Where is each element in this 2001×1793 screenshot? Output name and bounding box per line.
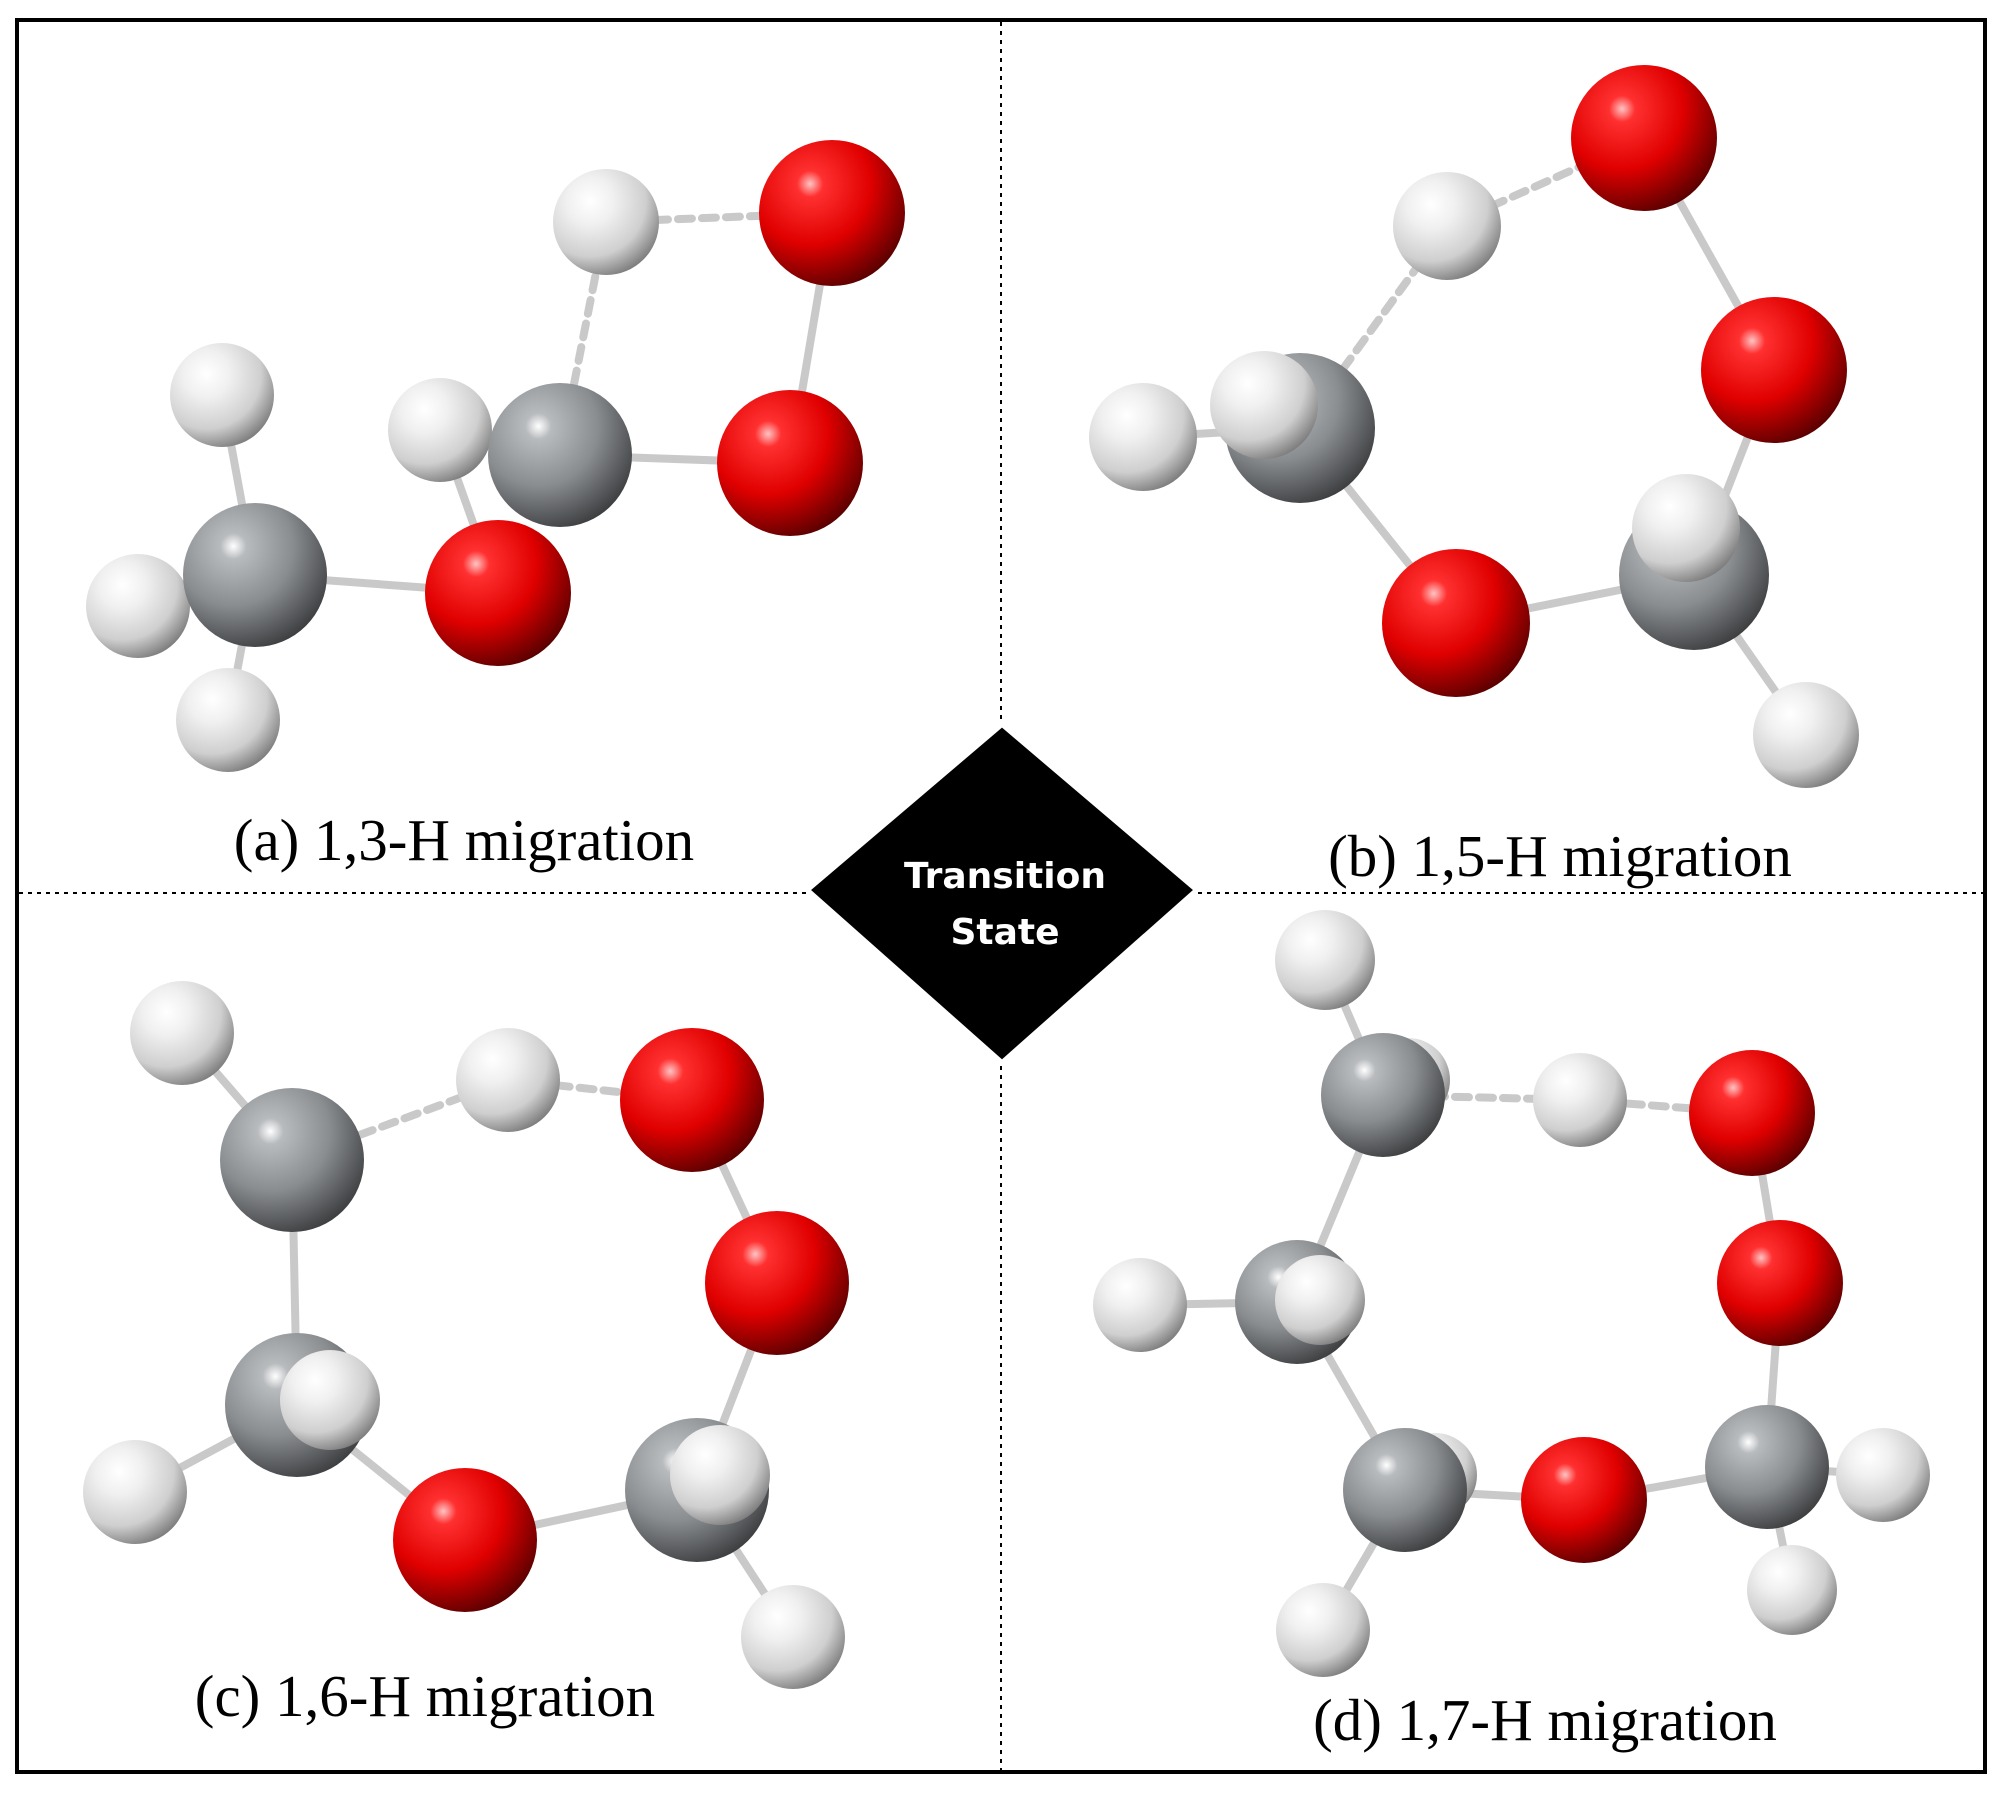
hydrogen-atom (1533, 1053, 1627, 1147)
molecule-b (1089, 65, 1859, 788)
oxygen-atom (620, 1028, 764, 1172)
oxygen-atom (717, 390, 863, 536)
oxygen-atom (705, 1211, 849, 1355)
center-label-line2: State (950, 912, 1059, 953)
oxygen-atom (1717, 1220, 1843, 1346)
carbon-atom (220, 1088, 364, 1232)
hydrogen-atom (1747, 1545, 1837, 1635)
carbon-atom (1343, 1428, 1467, 1552)
caption-b: (b) 1,5-H migration (1328, 823, 1792, 889)
hydrogen-atom (1275, 910, 1375, 1010)
oxygen-atom (1689, 1050, 1815, 1176)
hydrogen-atom (176, 668, 280, 772)
hydrogen-atom (1836, 1428, 1930, 1522)
oxygen-atom (1571, 65, 1717, 211)
oxygen-atom (1521, 1437, 1647, 1563)
caption-a: (a) 1,3-H migration (234, 807, 694, 873)
caption-c: (c) 1,6-H migration (195, 1663, 655, 1729)
oxygen-atom (1701, 297, 1847, 443)
center-label-line1: Transition (904, 856, 1106, 897)
hydrogen-atom (388, 378, 492, 482)
oxygen-atom (1382, 549, 1530, 697)
carbon-atom (1705, 1405, 1829, 1529)
hydrogen-atom (1089, 383, 1197, 491)
hydrogen-atom (1210, 351, 1318, 459)
hydrogen-atom (83, 1440, 187, 1544)
hydrogen-atom (280, 1350, 380, 1450)
hydrogen-atom (1753, 682, 1859, 788)
hydrogen-atom (553, 169, 659, 275)
hydrogen-atom (1632, 474, 1740, 582)
transition-state-badge: Transition State (804, 722, 1200, 1065)
carbon-atom (488, 383, 632, 527)
molecule-a (86, 140, 905, 772)
hydrogen-atom (86, 554, 190, 658)
oxygen-atom (425, 520, 571, 666)
figure-frame (15, 18, 1987, 1774)
oxygen-atom (393, 1468, 537, 1612)
hydrogen-atom (130, 981, 234, 1085)
carbon-atom (183, 503, 327, 647)
carbon-atom (1321, 1033, 1445, 1157)
hydrogen-atom (1275, 1255, 1365, 1345)
hydrogen-atom (741, 1585, 845, 1689)
hydrogen-atom (1393, 172, 1501, 280)
oxygen-atom (759, 140, 905, 286)
hydrogen-atom (1093, 1258, 1187, 1352)
hydrogen-atom (170, 343, 274, 447)
diamond-shape (804, 722, 1200, 1065)
hydrogen-atom (1276, 1583, 1370, 1677)
caption-d: (d) 1,7-H migration (1313, 1687, 1777, 1753)
hydrogen-atom (670, 1425, 770, 1525)
molecule-c (83, 981, 849, 1689)
hydrogen-atom (456, 1028, 560, 1132)
molecule-d (1093, 910, 1930, 1677)
